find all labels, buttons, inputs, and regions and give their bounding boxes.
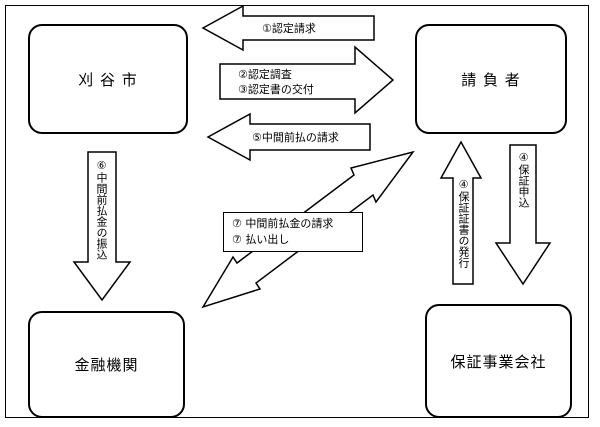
label-request-certification: ①認定請求 [262, 22, 316, 35]
bank-box: 金融機関 [28, 311, 185, 418]
label-interim-request: ⑤中間前払の請求 [252, 131, 339, 144]
label-interim-transfer: ⑥中間前払金の振込 [95, 159, 108, 260]
arrow-interim-transfer [72, 151, 132, 302]
arrow-survey-issue [219, 45, 395, 115]
guarantee-company-box: 保証事業会社 [425, 304, 572, 418]
diagram-frame [5, 5, 589, 418]
arrow-guarantee-issue [439, 140, 483, 285]
kariya-city-label: 刈 谷 市 [78, 70, 138, 89]
label-guarantee-apply: ④保証申込 [517, 151, 530, 208]
guarantee-company-label: 保証事業会社 [450, 352, 547, 371]
contractor-box: 請 負 者 [415, 24, 567, 134]
contractor-label: 請 負 者 [461, 70, 521, 89]
label-withdrawal: ⑦ 払い出し [232, 233, 290, 246]
kariya-city-box: 刈 谷 市 [28, 24, 188, 134]
label-bank-request: ⑦ 中間前払金の請求 [232, 217, 334, 230]
arrow-request-certification [201, 4, 375, 52]
label-survey: ②認定調査 [238, 68, 292, 81]
arrow-interim-request [206, 112, 371, 162]
label-box-bank-request [223, 212, 363, 252]
arrow-guarantee-apply [494, 144, 552, 286]
label-guarantee-issue: ④保証証書の発行 [457, 178, 470, 268]
bank-label: 金融機関 [74, 356, 139, 374]
label-issue-certificate: ③認定書の交付 [238, 83, 314, 96]
